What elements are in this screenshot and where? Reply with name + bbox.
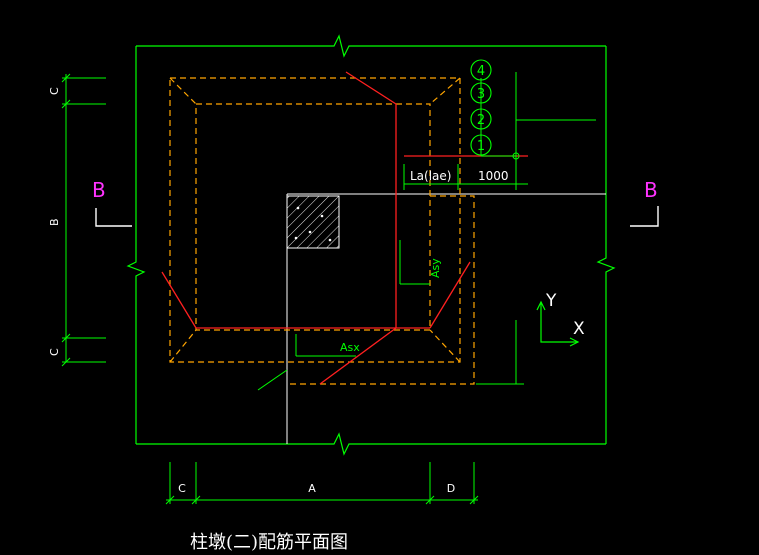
dim-1000-label: 1000 (478, 169, 509, 183)
bubble-1 (470, 134, 492, 156)
drawing-title: 柱墩(二)配筋平面图 (190, 532, 348, 553)
bubble-4 (470, 59, 492, 81)
bubble-2 (470, 108, 492, 130)
bubble-3 (470, 82, 492, 104)
pier-outline-dashed (169, 77, 475, 385)
dim-bottom-a: A (308, 482, 316, 495)
rebar-number-bubbles (470, 59, 492, 156)
dim-left-c-bottom: C (48, 348, 61, 356)
section-mark-right: B (630, 178, 659, 227)
section-mark-left: B (92, 178, 132, 227)
dim-left-b: B (48, 218, 61, 226)
axis-y-label: Y (545, 291, 557, 311)
bubble-2-label: 2 (477, 113, 485, 128)
rebars (161, 71, 528, 385)
annotation-lines (257, 72, 596, 391)
axis-indicator: Y X (536, 291, 585, 347)
axis-x-label: X (573, 319, 585, 339)
dim-left-c-top: C (48, 87, 61, 95)
bubble-4-label: 4 (477, 64, 485, 79)
la-lae-label: La(lae) (410, 169, 451, 183)
bottom-dimension-chain (165, 462, 479, 505)
left-dimension-chain (61, 73, 106, 367)
outer-boundary (126, 34, 616, 456)
section-label-left: B (92, 178, 106, 202)
asy-label: Asy (429, 258, 442, 278)
dim-bottom-d: D (447, 482, 455, 495)
bubble-3-label: 3 (477, 87, 485, 102)
column-section (286, 195, 340, 249)
asx-label: Asx (340, 341, 360, 354)
bubble-1-label: 1 (477, 139, 485, 154)
dim-bottom-c: C (178, 482, 186, 495)
section-label-right: B (644, 178, 658, 202)
